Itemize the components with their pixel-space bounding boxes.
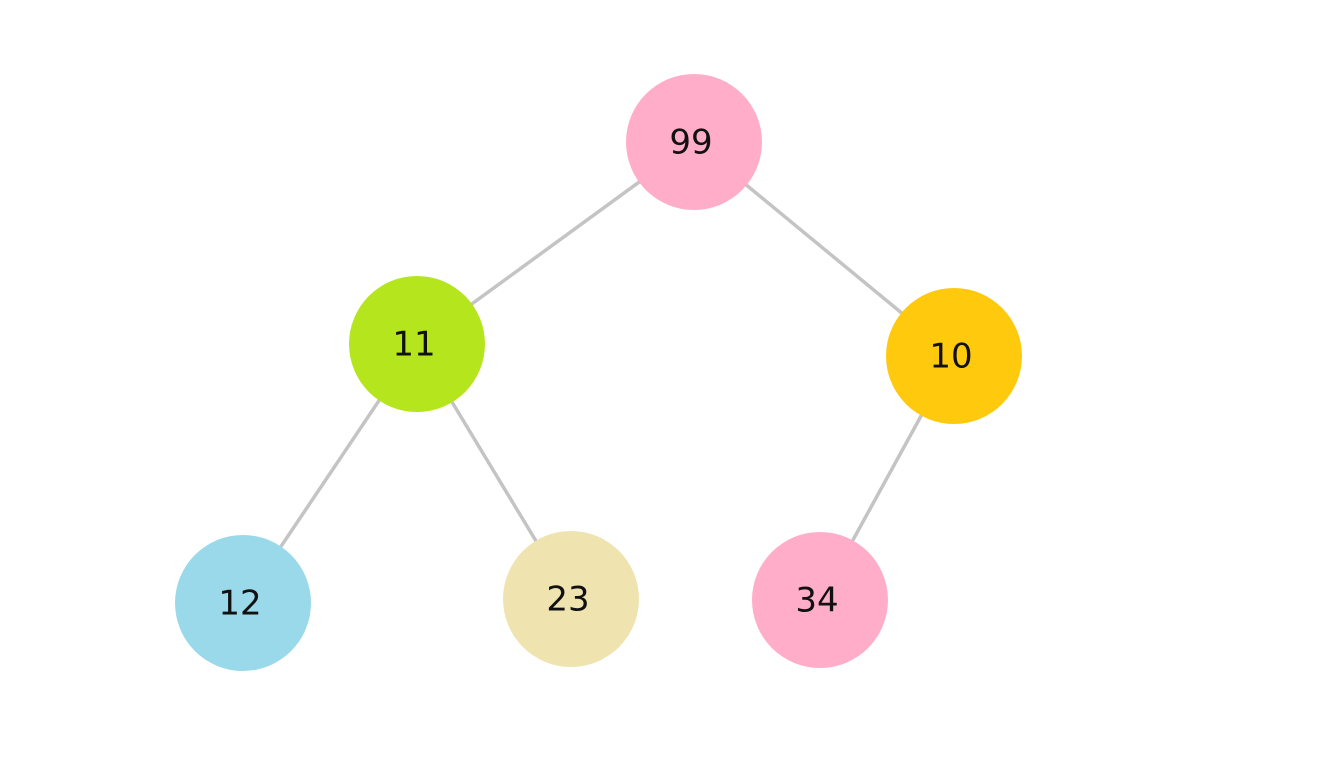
node-circle: [503, 531, 639, 667]
node-label: 10: [929, 337, 972, 377]
tree-nodes: 99 11 10 12 23 34: [175, 74, 1022, 671]
node-label: 34: [795, 581, 838, 621]
node-circle: [349, 276, 485, 412]
node-label: 11: [392, 325, 435, 365]
tree-node-23: 23: [503, 531, 639, 667]
tree-node-12: 12: [175, 535, 311, 671]
edge-99-11: [468, 179, 643, 307]
edge-99-10: [743, 182, 905, 316]
edge-11-23: [449, 398, 539, 545]
node-label: 12: [218, 584, 261, 624]
edge-10-34: [850, 412, 924, 544]
edge-11-12: [278, 397, 382, 550]
node-circle: [626, 74, 762, 210]
tree-node-10: 10: [886, 288, 1022, 424]
node-circle: [752, 532, 888, 668]
node-circle: [175, 535, 311, 671]
tree-node-11: 11: [349, 276, 485, 412]
node-label: 23: [546, 580, 589, 620]
tree-node-99: 99: [626, 74, 762, 210]
node-circle: [886, 288, 1022, 424]
node-label: 99: [669, 123, 712, 163]
tree-edges: [278, 179, 924, 550]
tree-node-34: 34: [752, 532, 888, 668]
